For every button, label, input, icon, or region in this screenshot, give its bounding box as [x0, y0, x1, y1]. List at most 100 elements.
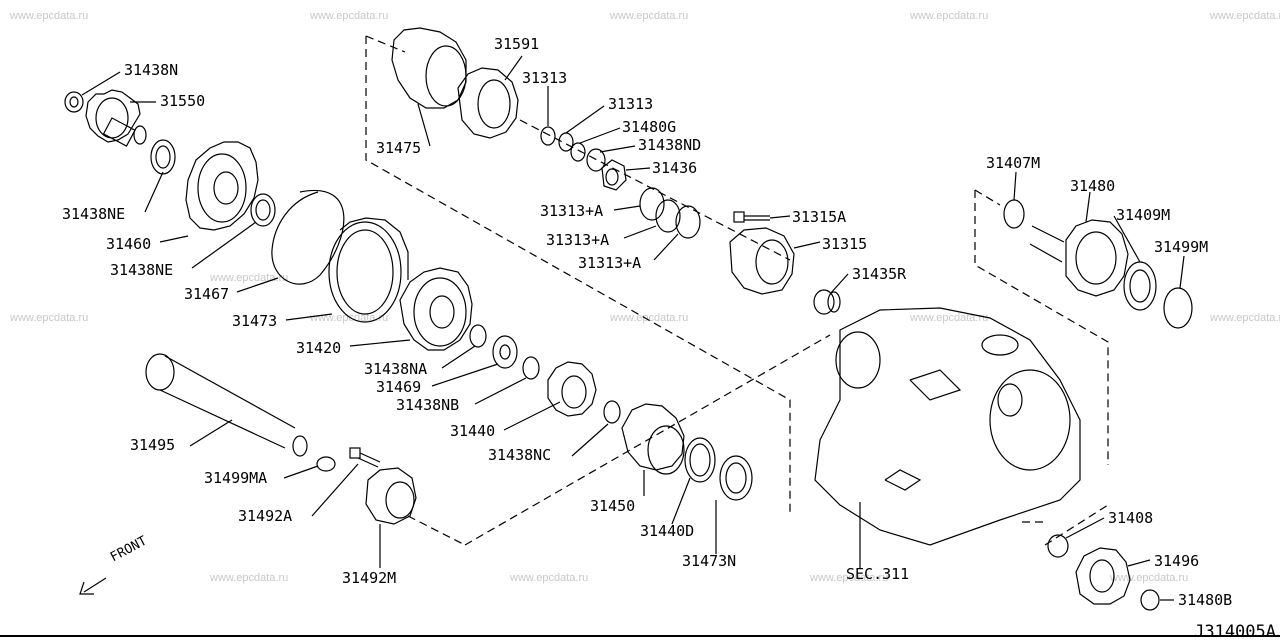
transfer-case-housing	[814, 307, 1081, 546]
label-31409M: 31409M	[1116, 206, 1171, 224]
watermark-text: www.epcdata.ru	[10, 312, 89, 324]
label-31436: 31436	[652, 159, 698, 177]
watermark-text: www.epcdata.ru	[610, 10, 689, 22]
watermark-text: www.epcdata.ru	[910, 312, 989, 324]
label-31480B: 31480B	[1178, 591, 1233, 609]
part-31438NE-bearing-2	[250, 193, 276, 227]
part-31409M-bearing	[1123, 261, 1157, 311]
part-31440-gear	[547, 361, 597, 417]
part-31467-snap-ring	[271, 189, 345, 285]
label-31550: 31550	[160, 92, 206, 110]
label-31438ND: 31438ND	[638, 136, 702, 154]
part-31420-gear	[399, 267, 473, 351]
label-31420: 31420	[296, 339, 342, 357]
label-31315: 31315	[822, 235, 868, 253]
label-31496: 31496	[1154, 552, 1200, 570]
label-31499MA: 31499MA	[204, 469, 268, 487]
part-31408-bearing	[1047, 534, 1069, 558]
label-31473N: 31473N	[682, 552, 737, 570]
part-31591-gear	[457, 67, 519, 139]
label-31313A: 31313+A	[540, 202, 604, 220]
part-31469-gear	[492, 335, 518, 369]
part-31438NA-bearing	[469, 324, 487, 348]
diagram-id: J314005A	[1194, 622, 1276, 640]
label-31473: 31473	[232, 312, 278, 330]
label-31438NC: 31438NC	[488, 446, 552, 464]
part-31436-plate	[601, 159, 627, 191]
part-31450-gear	[621, 403, 685, 475]
label-31480: 31480	[1070, 177, 1116, 195]
watermark-text: www.epcdata.ru	[1210, 312, 1280, 324]
label-31435R: 31435R	[852, 265, 907, 283]
label-31467: 31467	[184, 285, 230, 303]
part-31438NB-bearing	[522, 356, 540, 380]
part-31492A-bolt	[349, 447, 381, 468]
part-31475-gear	[391, 27, 467, 109]
label-31469: 31469	[376, 378, 422, 396]
dashed-group-outlines	[365, 35, 1109, 546]
label-31495: 31495	[130, 436, 176, 454]
part-31438ND-bearing	[586, 148, 606, 172]
part-31313A-ring-2	[655, 199, 681, 233]
label-31440D: 31440D	[640, 522, 695, 540]
part-31313-seal-ring	[540, 126, 556, 146]
label-31315A: 31315A	[792, 208, 847, 226]
label-31407M: 31407M	[986, 154, 1041, 172]
label-31475: 31475	[376, 139, 422, 157]
watermark-text: www.epcdata.ru	[510, 572, 589, 584]
part-31495-shaft	[145, 353, 308, 457]
label-31438NA: 31438NA	[364, 360, 428, 378]
watermark-text: www.epcdata.ru	[310, 10, 389, 22]
part-31438N-nut	[64, 91, 84, 113]
part-31499M-ring	[1163, 287, 1193, 329]
part-31480G-ring	[570, 142, 586, 162]
label-31499M: 31499M	[1154, 238, 1209, 256]
label-31438NE-2: 31438NE	[110, 261, 174, 279]
watermark-text: www.epcdata.ru	[210, 572, 289, 584]
watermark-text: www.epcdata.ru	[810, 572, 889, 584]
label-31313A-2: 31313+A	[546, 231, 610, 249]
watermark-text: www.epcdata.ru	[610, 312, 689, 324]
label-31591: 31591	[494, 35, 540, 53]
part-31315-flange	[729, 227, 795, 295]
label-31313A-3: 31313+A	[578, 254, 642, 272]
label-sec-311: SEC.311	[846, 565, 910, 583]
part-31473N-ring	[719, 455, 753, 501]
watermark-text: www.epcdata.ru	[310, 312, 389, 324]
watermark-text: www.epcdata.ru	[910, 10, 989, 22]
part-31492M-flange	[365, 467, 417, 525]
label-31460: 31460	[106, 235, 152, 253]
part-31438NE-bearing	[150, 139, 176, 175]
part-31313A-ring	[639, 187, 665, 221]
label-31313: 31313	[522, 69, 568, 87]
part-31550-gear	[85, 89, 147, 147]
part-31496-gear	[1075, 547, 1131, 605]
part-31313-seal-ring-2	[558, 132, 574, 152]
part-31315A-bolt	[733, 211, 770, 223]
watermark-text: www.epcdata.ru	[10, 10, 89, 22]
watermark-text: www.epcdata.ru	[1210, 10, 1280, 22]
label-31492A: 31492A	[238, 507, 293, 525]
front-arrow-icon	[79, 577, 107, 595]
part-31435R-bearing	[813, 289, 841, 315]
part-31499MA-ring	[316, 456, 336, 472]
part-31438NC-bearing	[603, 400, 621, 424]
part-31480-gear	[1029, 219, 1129, 297]
part-31460-drum	[185, 141, 259, 231]
label-31313-2: 31313	[608, 95, 654, 113]
label-31492M: 31492M	[342, 569, 397, 587]
label-31438NB: 31438NB	[396, 396, 460, 414]
label-31480G: 31480G	[622, 118, 677, 136]
part-31480B-nut	[1140, 589, 1160, 611]
leader-lines	[81, 55, 1185, 601]
label-31408: 31408	[1108, 509, 1154, 527]
label-31438NE: 31438NE	[62, 205, 126, 223]
label-31438N: 31438N	[124, 61, 179, 79]
part-31473-ring	[328, 217, 409, 323]
part-31407M-bearing	[1003, 199, 1025, 229]
part-31440D-washer	[684, 437, 716, 483]
label-31440: 31440	[450, 422, 496, 440]
part-31313A-ring-3	[675, 205, 701, 239]
